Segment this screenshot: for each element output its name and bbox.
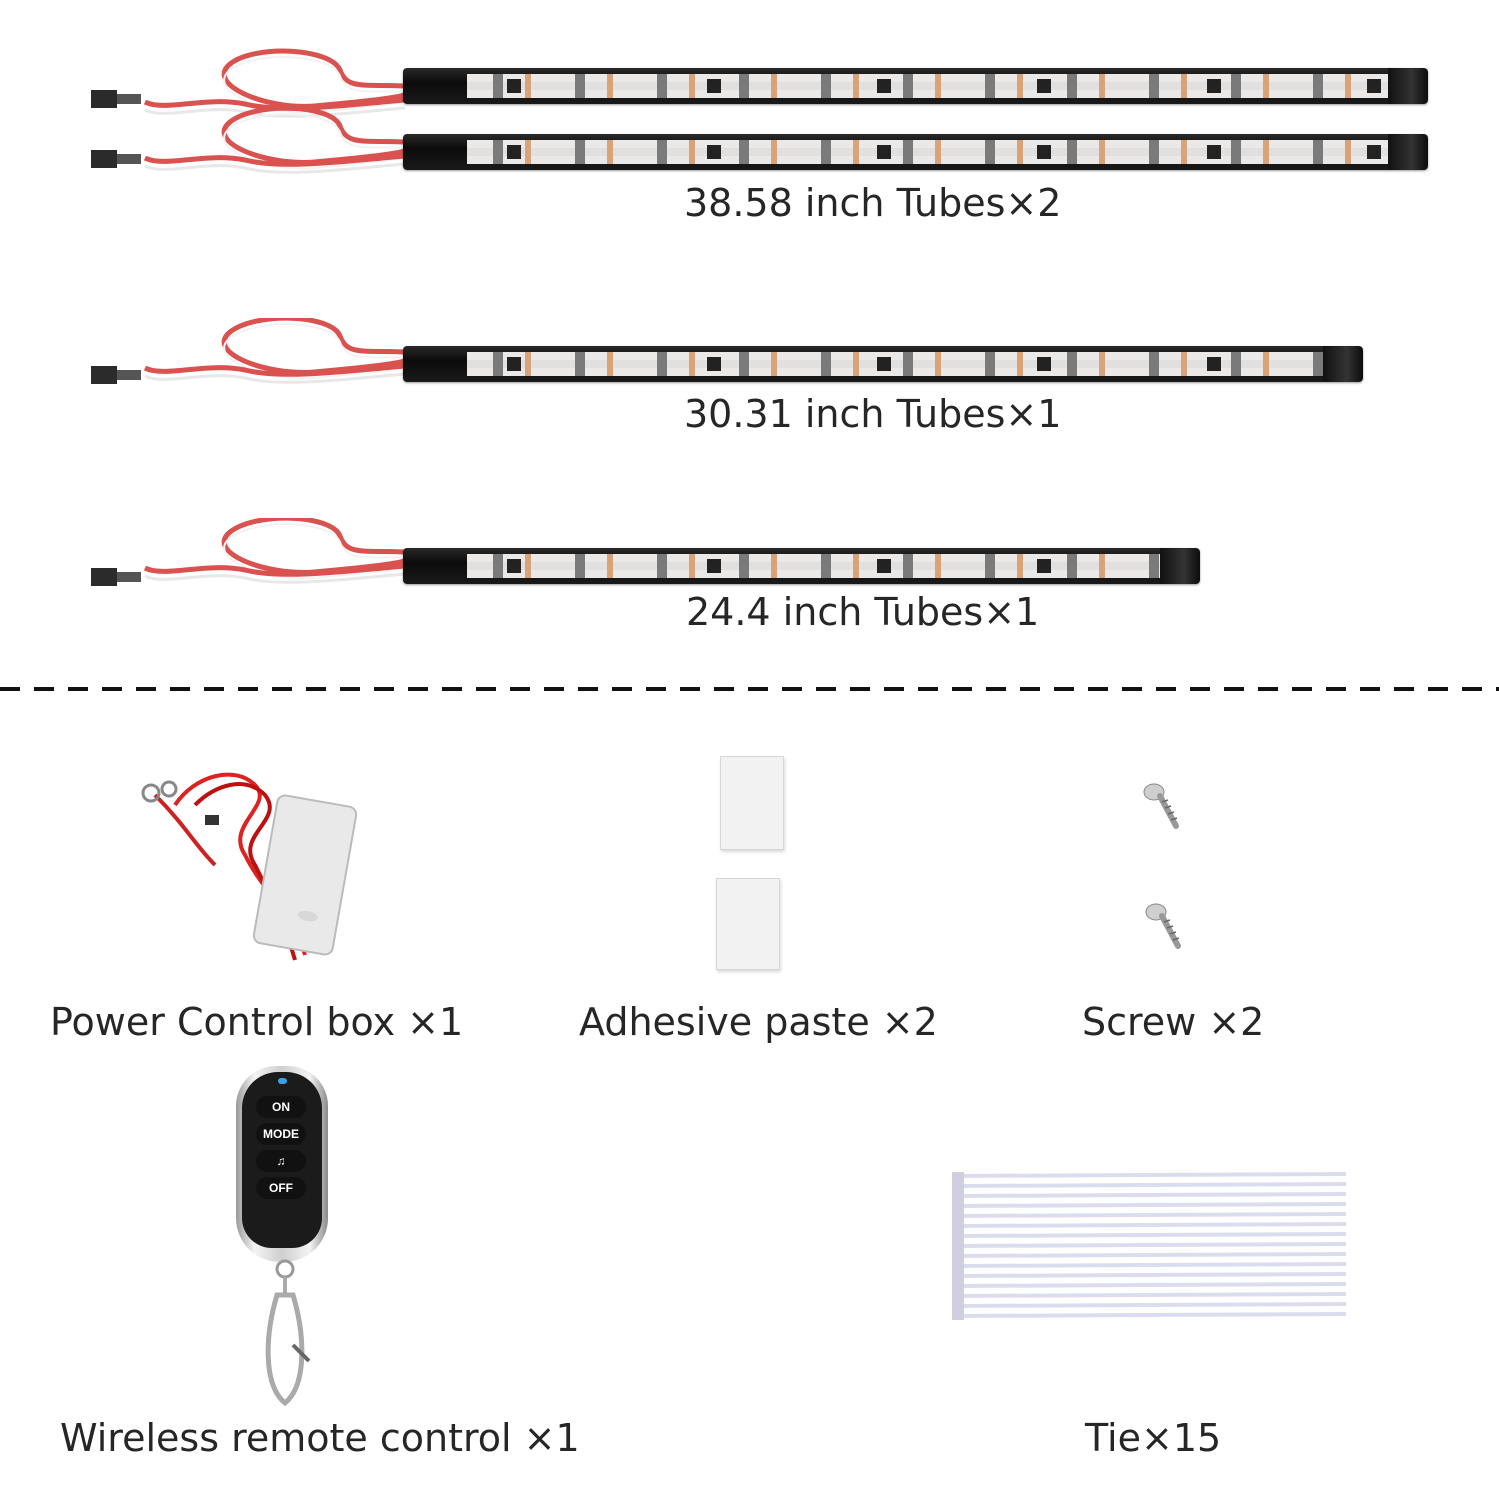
- keyring-icon: [265, 1259, 311, 1407]
- adhesive-pad-icon: [716, 878, 780, 970]
- wire-harness-icon: [91, 318, 415, 384]
- remote-label: Wireless remote control ×1: [60, 1416, 580, 1460]
- tube-label-1: 38.58 inch Tubes×2: [684, 181, 1062, 225]
- tube-body: [403, 68, 1428, 104]
- remote-led: [278, 1078, 287, 1084]
- tube-body: [403, 548, 1200, 584]
- remote-music-button[interactable]: ♫: [256, 1150, 306, 1172]
- remote-on-button[interactable]: ON: [256, 1096, 306, 1118]
- dashed-divider: [0, 687, 1499, 691]
- connector-icon: [91, 150, 117, 168]
- connector-icon: [91, 90, 117, 108]
- screw-label: Screw ×2: [1082, 1000, 1265, 1044]
- remote-mode-button[interactable]: MODE: [256, 1123, 306, 1145]
- cable-tie-icon: [952, 1172, 1347, 1320]
- power-box-label: Power Control box ×1: [50, 1000, 464, 1044]
- adhesive-label: Adhesive paste ×2: [579, 1000, 938, 1044]
- screw-icon: [1145, 903, 1181, 949]
- connector-icon: [91, 568, 117, 586]
- wire-harness-icon: [91, 108, 415, 174]
- wire-harness-icon: [91, 518, 415, 586]
- tube-body: [403, 346, 1363, 382]
- control-box-icon: [141, 772, 358, 961]
- connector-icon: [91, 366, 117, 384]
- tie-label: Tie×15: [1085, 1416, 1222, 1460]
- screw-icon: [1143, 783, 1179, 829]
- wire-harness-icon: [91, 48, 415, 118]
- tube-body: [403, 134, 1428, 170]
- tube-label-3: 24.4 inch Tubes×1: [686, 590, 1040, 634]
- remote-icon: ON MODE ♫ OFF: [236, 1066, 328, 1262]
- remote-off-button[interactable]: OFF: [256, 1177, 306, 1199]
- tube-label-2: 30.31 inch Tubes×1: [684, 392, 1062, 436]
- adhesive-pad-icon: [720, 756, 784, 850]
